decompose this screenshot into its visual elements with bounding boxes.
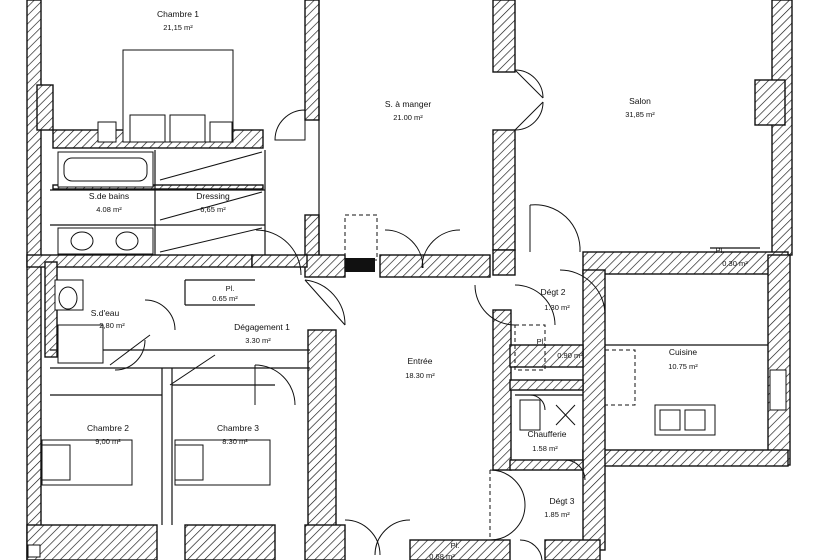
doors: [109, 69, 606, 560]
room-name: Dégt 2: [540, 287, 565, 297]
room-name: Cuisine: [669, 347, 698, 357]
room-area: 21.00 m²: [393, 113, 423, 122]
room-name: S.d'eau: [91, 308, 120, 318]
room-placard-salon: Pl. 0.30 m²: [716, 246, 749, 268]
room-placard-entree: Pl. 0.90 m²: [537, 337, 584, 360]
room-dressing: Dressing 6,65 m²: [196, 191, 230, 214]
room-degt-3: Dégt 3 1.85 m²: [544, 496, 575, 519]
room-labels: Chambre 1 21,15 m² S. à manger 21.00 m² …: [87, 9, 748, 560]
room-salle-de-bains: S.de bains 4.08 m²: [89, 191, 129, 214]
room-name: Chaufferie: [527, 429, 566, 439]
room-cuisine: Cuisine 10.75 m²: [668, 347, 698, 371]
room-area: 3.30 m²: [245, 336, 271, 345]
room-name: Chambre 2: [87, 423, 129, 433]
room-area: 9,00 m²: [95, 437, 121, 446]
room-area: 0.30 m²: [722, 259, 748, 268]
fixtures: [27, 49, 787, 558]
room-placard-bas: Pl. 0.68 m²: [429, 541, 459, 560]
room-name: S. à manger: [385, 99, 431, 109]
room-entree: Entrée 18.30 m²: [405, 356, 435, 380]
room-name: Dégagement 1: [234, 322, 290, 332]
room-area: 1.30 m²: [544, 303, 570, 312]
room-salon: Salon 31,85 m²: [625, 96, 655, 119]
exterior-walls: [26, 0, 793, 560]
room-name: Dressing: [196, 191, 230, 201]
room-chambre-3: Chambre 3 8.30 m²: [217, 423, 259, 446]
room-area: 0.68 m²: [429, 552, 455, 560]
room-name: Chambre 1: [157, 9, 199, 19]
room-area: 0.90 m²: [557, 351, 583, 360]
room-chambre-1: Chambre 1 21,15 m²: [157, 9, 199, 32]
interior-partitions: [50, 0, 768, 525]
room-area: 21,15 m²: [163, 23, 193, 32]
room-chambre-2: Chambre 2 9,00 m²: [87, 423, 129, 446]
room-name: Entrée: [407, 356, 432, 366]
room-area: 0.65 m²: [212, 294, 238, 303]
room-area: 18.30 m²: [405, 371, 435, 380]
room-area: 10.75 m²: [668, 362, 698, 371]
room-degt-2: Dégt 2 1.30 m²: [540, 287, 570, 312]
room-salle-a-manger: S. à manger 21.00 m²: [385, 99, 431, 122]
room-name: Pl.: [226, 284, 235, 293]
room-area: 1.58 m²: [532, 444, 558, 453]
room-name: Pl.: [451, 541, 460, 550]
room-placard-degagement: Pl. 0.65 m²: [212, 284, 238, 303]
room-degagement-1: Dégagement 1 3.30 m²: [234, 322, 290, 345]
room-area: 31,85 m²: [625, 110, 655, 119]
room-area: 8.30 m²: [222, 437, 248, 446]
room-name: Chambre 3: [217, 423, 259, 433]
room-name: Pl.: [716, 246, 725, 255]
room-name: S.de bains: [89, 191, 129, 201]
room-name: Dégt 3: [549, 496, 574, 506]
room-area: 2,80 m²: [99, 321, 125, 330]
room-salle-d-eau: S.d'eau 2,80 m²: [91, 308, 125, 330]
room-area: 6,65 m²: [200, 205, 226, 214]
room-name: Pl.: [537, 337, 546, 346]
room-area: 1.85 m²: [544, 510, 570, 519]
room-chaufferie: Chaufferie 1.58 m²: [527, 429, 566, 453]
room-name: Salon: [629, 96, 651, 106]
room-area: 4.08 m²: [96, 205, 122, 214]
